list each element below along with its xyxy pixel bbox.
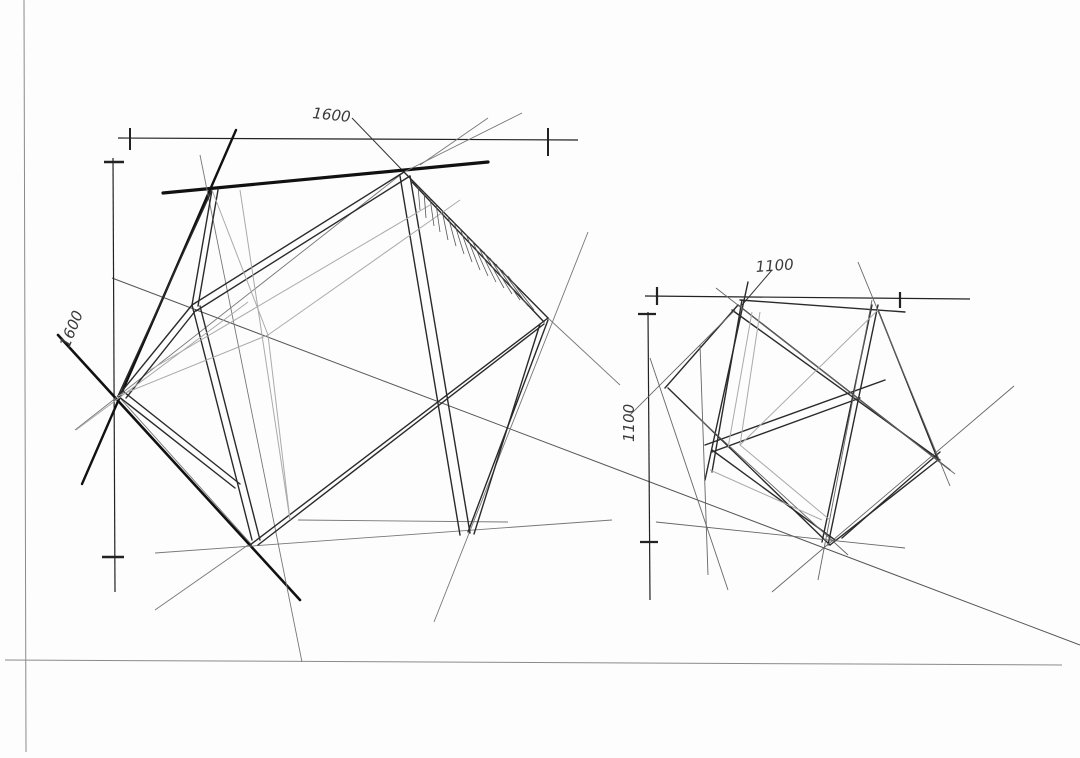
large-construction-lines <box>74 112 621 663</box>
paper-frame-lines <box>4 0 1063 753</box>
small-construction-lines <box>629 261 1015 593</box>
small-hidden-edges <box>709 309 879 521</box>
small-width-dimension <box>644 287 971 308</box>
small-height-label: 1100 <box>620 404 638 442</box>
small-main-edges <box>664 281 951 546</box>
small-leader-line <box>741 269 773 306</box>
large-heavy-edges <box>56 128 490 602</box>
small-height-dimension <box>638 311 658 601</box>
large-width-label: 1600 <box>312 104 352 126</box>
large-hidden-edges <box>75 189 461 521</box>
large-width-dimension <box>117 128 579 156</box>
large-leader-line <box>351 117 405 173</box>
large-main-edges <box>117 171 549 546</box>
small-width-label: 1100 <box>755 255 794 276</box>
small-icosahedron: 1100 1100 <box>620 255 1015 601</box>
large-icosahedron: 1600 1600 <box>56 104 621 663</box>
large-hatched-face <box>417 185 535 311</box>
perspective-guide-line <box>111 277 1080 646</box>
large-height-dimension <box>102 157 124 593</box>
large-height-label: 1600 <box>56 308 87 350</box>
